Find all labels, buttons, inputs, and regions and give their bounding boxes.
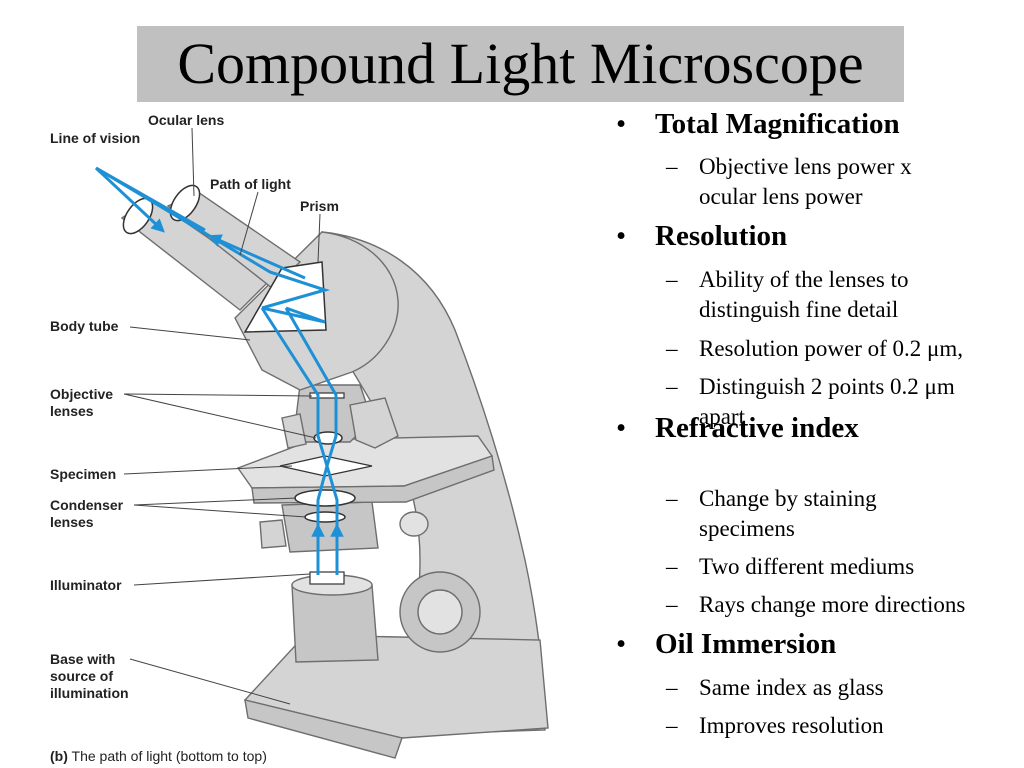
- condenser-knob: [259, 519, 287, 549]
- label-base-line3: illumination: [50, 685, 129, 701]
- condenser-lens-upper: [294, 489, 356, 507]
- bullet-mark: •: [616, 108, 627, 140]
- bullet-heading: Total Magnification: [655, 108, 900, 140]
- label-objective-lenses-line1: Objective: [50, 386, 113, 402]
- bullet-mark: •: [616, 628, 627, 660]
- dash-mark: –: [666, 713, 678, 738]
- label-base-line1: Base with: [50, 651, 115, 667]
- objective-barrel-2: [281, 413, 307, 449]
- label-specimen: Specimen: [50, 466, 116, 482]
- dash-mark: –: [666, 154, 678, 179]
- ocular-lens-right: [169, 184, 201, 222]
- title-banner: Compound Light Microscope: [137, 26, 904, 102]
- sub-bullet-text-line2: ocular lens power: [699, 184, 863, 209]
- illuminator-lamp: [309, 571, 345, 585]
- light-path: [94, 166, 344, 575]
- bullet-list: • Total Magnification – Objective lens p…: [612, 108, 1024, 748]
- label-objective-lenses-line2: lenses: [50, 403, 94, 419]
- microscope-illustration: [120, 184, 549, 759]
- sub-bullet-text: Same index as glass: [699, 675, 884, 700]
- bullet-mark: •: [616, 412, 627, 444]
- dash-mark: –: [666, 675, 678, 700]
- bullet-heading: Resolution: [655, 220, 788, 252]
- label-condenser-lenses-line2: lenses: [50, 514, 94, 530]
- label-ocular-lens: Ocular lens: [148, 112, 224, 128]
- sub-bullet-text: Rays change more directions: [699, 592, 966, 617]
- sub-bullet-text-line2: apart: [699, 404, 745, 429]
- sub-bullet-text-line1: Distinguish 2 points 0.2 μm: [699, 374, 955, 399]
- dash-mark: –: [666, 336, 678, 361]
- label-illuminator: Illuminator: [50, 577, 122, 593]
- slide-title: Compound Light Microscope: [177, 31, 864, 96]
- caption-text: The path of light (bottom to top): [72, 748, 267, 764]
- dash-mark: –: [666, 592, 678, 617]
- sub-bullet-text: Resolution power of 0.2 μm,: [699, 336, 964, 361]
- bullet-heading: Oil Immersion: [655, 628, 837, 660]
- label-prism: Prism: [300, 198, 339, 214]
- condenser-mount: [281, 501, 379, 553]
- microscope-diagram: Ocular lens Line of vision Path of light…: [50, 112, 549, 764]
- label-condenser-lenses-line1: Condenser: [50, 497, 124, 513]
- sub-bullet-text: Improves resolution: [699, 713, 884, 738]
- label-base-line2: source of: [50, 668, 113, 684]
- illuminator-housing: [291, 584, 379, 663]
- sub-bullet-text-line1: Change by staining: [699, 486, 877, 511]
- dash-mark: –: [666, 486, 678, 511]
- caption-prefix: (b): [50, 748, 68, 764]
- sub-bullet-text: Two different mediums: [699, 554, 915, 579]
- bullet-mark: •: [616, 220, 627, 252]
- diagram-caption: (b) The path of light (bottom to top): [50, 748, 267, 764]
- dash-mark: –: [666, 374, 678, 399]
- bullet-heading: Refractive index: [655, 412, 859, 444]
- fine-focus-knob: [399, 511, 429, 537]
- sub-bullet-text-line2: specimens: [699, 516, 795, 541]
- coarse-focus-knob-inner: [417, 589, 463, 635]
- label-line-of-vision: Line of vision: [50, 130, 140, 146]
- dash-mark: –: [666, 554, 678, 579]
- objective-barrel: [349, 397, 399, 449]
- sub-bullet-text-line2: distinguish fine detail: [699, 297, 899, 322]
- label-path-of-light: Path of light: [210, 176, 291, 192]
- base-front-face: [244, 699, 403, 759]
- label-body-tube: Body tube: [50, 318, 119, 334]
- leader-lines: [123, 127, 321, 705]
- dash-mark: –: [666, 267, 678, 292]
- sub-bullet-text-line1: Objective lens power x: [699, 154, 912, 179]
- sub-bullet-text-line1: Ability of the lenses to: [699, 267, 909, 292]
- condenser-lens-lower: [304, 511, 346, 523]
- objective-lens-top: [309, 392, 345, 399]
